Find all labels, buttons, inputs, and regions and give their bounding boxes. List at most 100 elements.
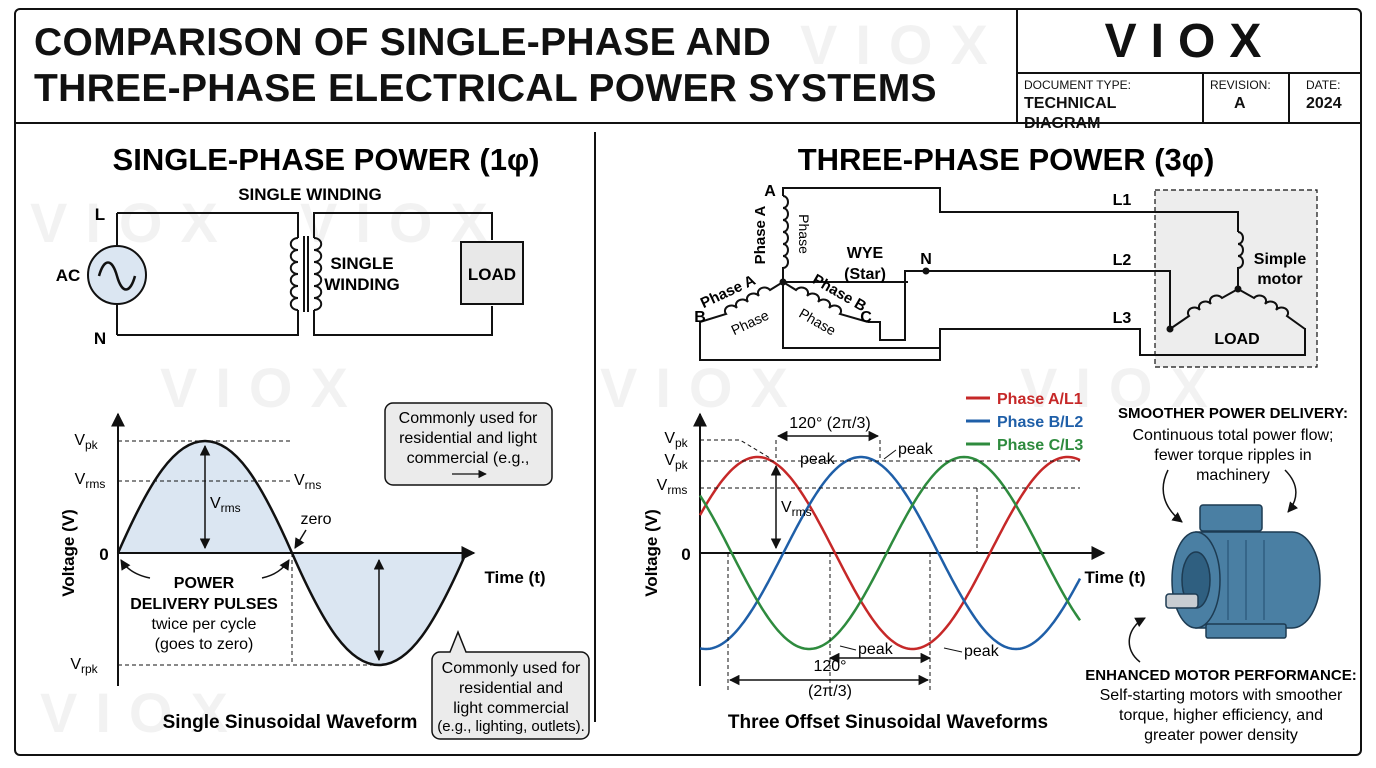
vpk-b-main: V	[664, 452, 675, 469]
inner-vrms-label: Vrms	[210, 495, 241, 515]
pulses-line-2: DELIVERY PULSES	[130, 596, 278, 613]
motor-foot	[1205, 623, 1287, 639]
inner-vrms-3p-sub: rms	[792, 505, 812, 519]
peak-label-d: peak	[964, 643, 1000, 660]
secondary-coil	[313, 237, 323, 311]
legend-label-a: Phase A/L1	[997, 391, 1083, 408]
vrms-main: V	[75, 471, 86, 488]
label-n: N	[94, 329, 106, 348]
primary-wiring	[116, 212, 299, 336]
zero-pointer	[294, 529, 307, 549]
junction-dot	[922, 267, 930, 275]
peak-pointer	[883, 449, 897, 460]
transformer-side-label-1: SINGLE	[330, 254, 393, 273]
winding-a	[782, 195, 789, 282]
vrms-tick: Vrms	[75, 471, 106, 491]
motor-label-2: motor	[1257, 271, 1302, 288]
ylabel: Voltage (V)	[59, 509, 78, 597]
meta-row: DOCUMENT TYPE: TECHNICAL DIAGRAM REVISIO…	[1018, 72, 1362, 132]
node-a: A	[764, 183, 776, 200]
motor-winding-1	[1237, 231, 1244, 289]
document-type-label: DOCUMENT TYPE:	[1024, 78, 1131, 92]
callout-bottom	[431, 629, 590, 740]
vpk-tick: Vpk	[74, 432, 98, 452]
motor-winding-3	[1237, 288, 1306, 330]
phase-curve-2	[699, 455, 1082, 651]
three-phase-heading: THREE-PHASE POWER (3φ)	[798, 142, 1215, 177]
single-phase-heading: SINGLE-PHASE POWER (1φ)	[113, 142, 540, 177]
wye-label-1: WYE	[847, 245, 884, 262]
peak-label-a: peak	[800, 451, 836, 468]
three-phase-xlabel: Time (t)	[1084, 568, 1145, 587]
three-phase-ylabel-text: Voltage (V)	[642, 509, 661, 597]
vrms-3p-main: V	[657, 477, 668, 494]
date-label: DATE:	[1306, 78, 1341, 92]
electric-motor-icon	[1165, 504, 1321, 639]
vrms-tick-3p: Vrms	[657, 477, 688, 497]
smoother-arrow-left	[1162, 469, 1183, 523]
line-l1-label: L1	[1113, 192, 1132, 209]
node-n: N	[920, 251, 932, 268]
callout-top	[384, 402, 553, 486]
bottom-span-label-2: (2π/3)	[808, 683, 852, 700]
motor-load-box	[1154, 189, 1318, 368]
transformer-top-label: SINGLE WINDING	[238, 185, 382, 204]
phase-a-left-small: Phase	[729, 307, 772, 338]
revision-value: A	[1234, 95, 1246, 112]
smoother-line-1: Continuous total power flow;	[1133, 427, 1334, 444]
load-box	[460, 241, 524, 305]
line-b-return	[699, 322, 941, 361]
label-l: L	[95, 205, 105, 224]
phase-curve-1	[698, 455, 1081, 651]
label-ac: AC	[56, 266, 81, 285]
pulses-line-4: (goes to zero)	[155, 636, 254, 653]
single-phase-circuit	[116, 212, 493, 336]
callout-top-line-2: residential and light	[399, 430, 537, 447]
three-phase-axes	[693, 412, 1106, 686]
enhanced-title: ENHANCED MOTOR PERFORMANCE:	[1085, 667, 1356, 684]
junction-dot	[779, 278, 787, 286]
callout-bottom-line-4: (e.g., lighting, outlets).	[437, 718, 585, 735]
smoother-line-2: fewer torque ripples in	[1154, 447, 1311, 464]
top-span-label: 120° (2π/3)	[789, 415, 870, 432]
peak-pointer	[839, 645, 857, 651]
callout-top-line-3: commercial (e.g.,	[407, 450, 530, 467]
phase-curve-3	[698, 455, 1082, 651]
vrms-3p-sub: rms	[667, 483, 687, 497]
date-value: 2024	[1306, 95, 1342, 112]
motor-terminal-box	[1199, 504, 1263, 532]
line-l2-label: L2	[1113, 252, 1132, 269]
enhanced-line-2: torque, higher efficiency, and	[1119, 707, 1323, 724]
callout-bottom-line-1: Commonly used for	[442, 660, 581, 677]
node-b: B	[694, 309, 706, 326]
title-line-2: THREE-PHASE ELECTRICAL POWER SYSTEMS	[34, 67, 937, 110]
vpk-tick-a: Vpk	[664, 430, 688, 450]
header-bar: COMPARISON OF SINGLE-PHASE AND THREE-PHA…	[16, 10, 1362, 132]
phase-a-vertical-small: Phase	[796, 214, 812, 254]
legend-label-c: Phase C/L3	[997, 437, 1083, 454]
document-frame: COMPARISON OF SINGLE-PHASE AND THREE-PHA…	[14, 8, 1362, 756]
vrpk-sub: rpk	[81, 662, 99, 676]
junction-dot	[1166, 325, 1174, 333]
inner-vrms-sub: rms	[221, 501, 241, 515]
three-phase-guides	[700, 439, 1080, 690]
motor-body	[1195, 531, 1321, 629]
motor-load-label: LOAD	[1214, 331, 1259, 348]
junction-dot	[1234, 285, 1242, 293]
vpk-a-sub: pk	[675, 436, 689, 450]
section-divider	[594, 132, 596, 722]
vrns-main: V	[294, 472, 305, 489]
vpk-sub: pk	[85, 438, 99, 452]
document-type-cell: DOCUMENT TYPE: TECHNICAL DIAGRAM	[1018, 74, 1204, 132]
transformer-side-label-2: WINDING	[324, 275, 400, 294]
zero-tick: 0	[99, 545, 108, 564]
callout-bottom-line-2: residential and	[459, 680, 563, 697]
pulses-line-3: twice per cycle	[152, 616, 257, 633]
peak-label-c: peak	[858, 641, 894, 658]
callout-top-line-1: Commonly used for	[399, 410, 538, 427]
three-phase-circuit	[699, 187, 1306, 361]
vrpk-main: V	[70, 656, 81, 673]
node-c: C	[860, 309, 872, 326]
title-block: VIOX DOCUMENT TYPE: TECHNICAL DIAGRAM RE…	[1016, 10, 1362, 132]
smoother-line-3: machinery	[1196, 467, 1270, 484]
